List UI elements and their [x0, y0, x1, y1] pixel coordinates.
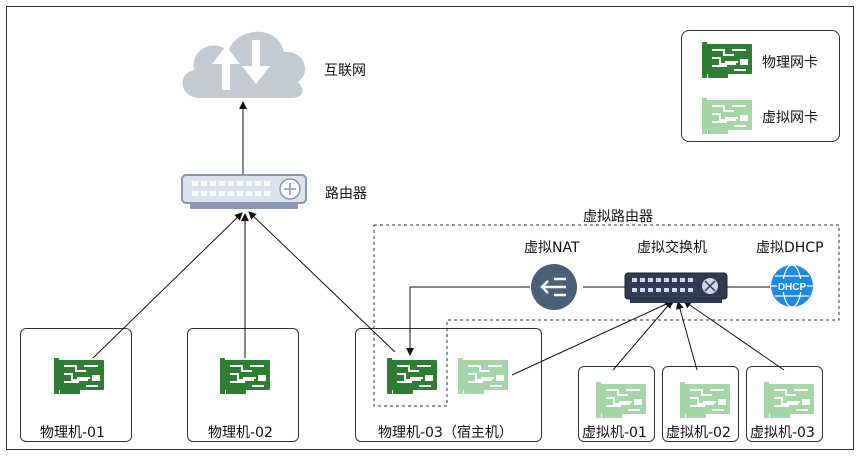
virtual-router-label: 虚拟路由器 [583, 209, 653, 225]
virtual-nic-icon [679, 381, 731, 419]
vm01-label: 虚拟机-01 [582, 425, 647, 441]
pm03-box [355, 328, 542, 442]
physical-nic-icon [219, 357, 271, 395]
router-label: 路由器 [325, 186, 367, 202]
nat-icon [531, 264, 577, 310]
dhcp-icon-text: DHCP [778, 282, 807, 293]
diagram-frame [6, 6, 854, 450]
virtual-nic-icon [595, 381, 647, 419]
legend-virtual-nic-label: 虚拟网卡 [762, 110, 818, 126]
vm03-label: 虚拟机-03 [750, 425, 815, 441]
virtual-nic-icon [763, 381, 815, 419]
legend-virtual-nic-icon [701, 97, 753, 135]
internet-label: 互联网 [324, 63, 366, 79]
dhcp-icon: DHCP [771, 264, 813, 308]
pm03-label: 物理机-03（宿主机） [378, 425, 513, 441]
legend-physical-nic-icon [701, 41, 753, 79]
virtual-dhcp-label: 虚拟DHCP [756, 240, 824, 256]
legend-box [681, 30, 840, 142]
virtual-router-boundary [373, 224, 840, 407]
virtual-nic-icon [457, 357, 509, 395]
pm01-box [20, 328, 132, 442]
physical-nic-icon [53, 357, 105, 395]
virtual-nat-label: 虚拟NAT [524, 240, 580, 256]
virtual-switch-label: 虚拟交换机 [637, 240, 707, 256]
router-icon [181, 174, 307, 209]
cloud-icon [182, 31, 306, 99]
vm02-label: 虚拟机-02 [666, 425, 731, 441]
pm02-label: 物理机-02 [208, 425, 273, 441]
legend-physical-nic-label: 物理网卡 [762, 55, 818, 71]
physical-nic-icon [386, 357, 438, 395]
connections [92, 101, 785, 376]
pm01-label: 物理机-01 [40, 425, 105, 441]
virtual-switch-icon [624, 272, 728, 303]
